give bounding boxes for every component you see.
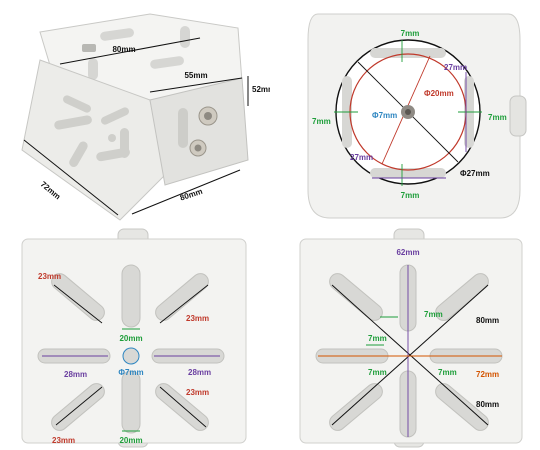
label-slot-length-tr: 27mm bbox=[444, 63, 467, 72]
label-center-hole: Φ7mm bbox=[118, 368, 143, 377]
bracket-illustration: 80mm 55mm 52mm 72mm 80mm bbox=[21, 13, 270, 221]
round-plate-illustration: 7mm 7mm 7mm 7mm 27mm 27mm Φ20mm Φ7mm Φ27… bbox=[307, 13, 527, 219]
label-slot-width-bl: 7mm bbox=[368, 368, 387, 377]
label-center-hole: Φ7mm bbox=[372, 111, 397, 120]
label-hole-circle: Φ20mm bbox=[424, 89, 454, 98]
label-top-width: 20mm bbox=[119, 334, 142, 343]
round-plate-photo: 7mm 7mm 7mm 7mm 27mm 27mm Φ20mm Φ7mm Φ27… bbox=[270, 0, 540, 225]
label-right-length: 28mm bbox=[188, 368, 211, 377]
label-slot-width-right: 7mm bbox=[488, 113, 507, 122]
label-base-depth: 72mm bbox=[39, 180, 62, 202]
label-bottom-width: 20mm bbox=[119, 436, 142, 445]
slot-plate-photo: 23mm 23mm 23mm 23mm 20mm 20mm 28mm 28mm … bbox=[0, 225, 270, 450]
label-slot-length-bl: 27mm bbox=[350, 153, 373, 162]
label-diag-tr: 23mm bbox=[186, 314, 209, 323]
label-vertical-span: 62mm bbox=[396, 248, 419, 257]
label-outer-circle: Φ27mm bbox=[460, 169, 490, 178]
label-top-width: 80mm bbox=[112, 45, 135, 54]
cross-plate-photo: 62mm 7mm 7mm 7mm 7mm 80mm 80mm 72mm bbox=[270, 225, 540, 450]
label-base-width: 80mm bbox=[179, 187, 204, 203]
bracket-photo: 80mm 55mm 52mm 72mm 80mm bbox=[0, 0, 270, 225]
label-slot-width-top: 7mm bbox=[401, 29, 420, 38]
label-diag-br: 23mm bbox=[186, 388, 209, 397]
label-height: 52mm bbox=[252, 85, 270, 94]
label-left-length: 28mm bbox=[64, 370, 87, 379]
label-diag-span-top: 80mm bbox=[476, 316, 499, 325]
label-diag-span-bottom: 80mm bbox=[476, 400, 499, 409]
slot-plate-illustration: 23mm 23mm 23mm 23mm 20mm 20mm 28mm 28mm … bbox=[21, 228, 247, 448]
label-slot-width-bottom: 7mm bbox=[401, 191, 420, 200]
label-side-depth: 55mm bbox=[184, 71, 207, 80]
cross-plate-illustration: 62mm 7mm 7mm 7mm 7mm 80mm 80mm 72mm bbox=[299, 228, 523, 448]
label-slot-width-left: 7mm bbox=[312, 117, 331, 126]
label-slot-width-tr: 7mm bbox=[424, 310, 443, 319]
label-horizontal-span: 72mm bbox=[476, 370, 499, 379]
label-diag-tl: 23mm bbox=[38, 272, 61, 281]
label-diag-bl: 23mm bbox=[52, 436, 75, 445]
label-slot-width-l: 7mm bbox=[368, 334, 387, 343]
label-slot-width-r: 7mm bbox=[438, 368, 457, 377]
